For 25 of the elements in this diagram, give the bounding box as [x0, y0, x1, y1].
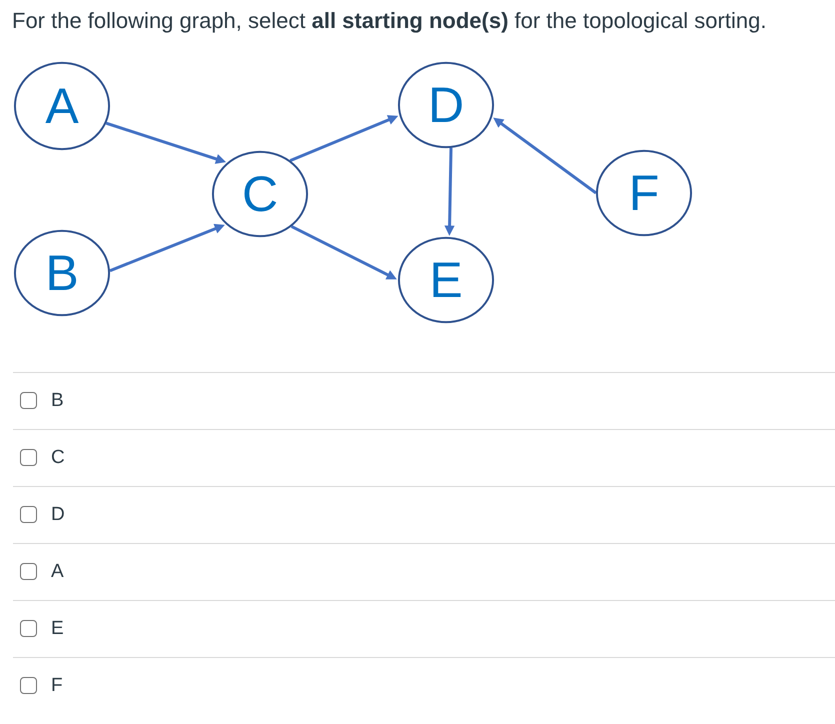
- graph-node: [14, 230, 110, 316]
- question-text: For the following graph, select all starting node(s) for the topological sorting.: [12, 7, 766, 35]
- node-label: C: [242, 168, 278, 220]
- option-label: C: [51, 446, 65, 470]
- graph-node: [212, 151, 308, 237]
- graph-node: [398, 237, 494, 323]
- node-label: F: [628, 167, 660, 219]
- node-label: D: [428, 79, 464, 131]
- arrow: [493, 118, 597, 194]
- graph-node: [14, 62, 110, 150]
- arrow: [290, 115, 398, 162]
- node-label: E: [429, 254, 463, 306]
- option-label: A: [51, 560, 64, 584]
- option-label: D: [51, 502, 65, 526]
- option-label: E: [51, 616, 64, 640]
- node-label: A: [45, 80, 79, 132]
- arrow: [109, 224, 225, 272]
- arrow: [106, 122, 226, 164]
- arrow: [290, 225, 397, 280]
- node-label: B: [45, 247, 79, 299]
- option-label: F: [51, 674, 63, 698]
- arrow: [444, 148, 455, 236]
- graph-node: [596, 150, 692, 236]
- option-label: B: [51, 388, 64, 412]
- graph-node: [398, 62, 494, 148]
